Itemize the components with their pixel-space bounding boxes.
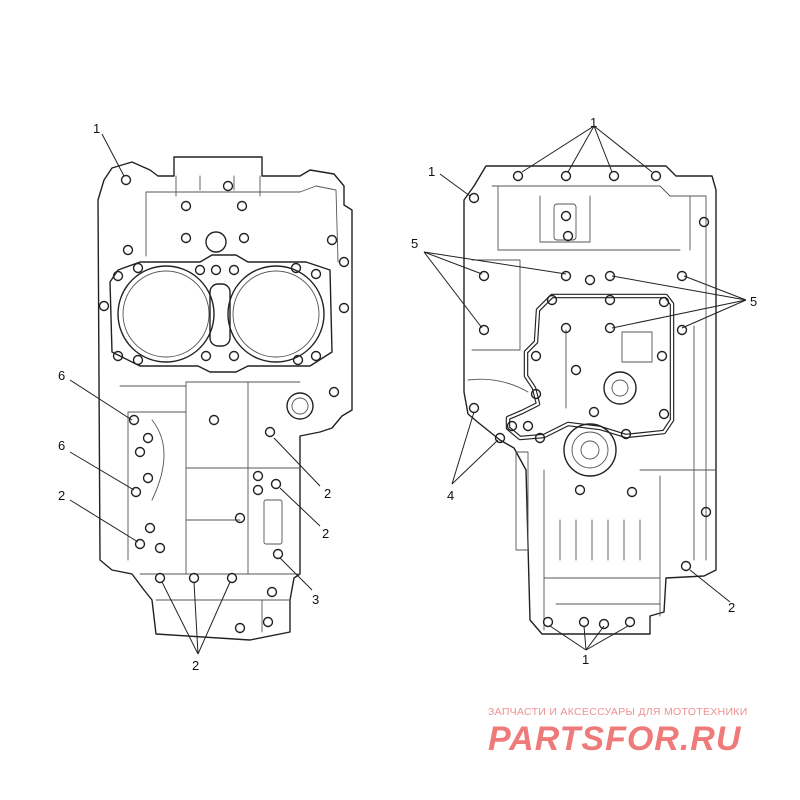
left-bolt-holes bbox=[98, 174, 350, 634]
left-leader-lines bbox=[69, 133, 321, 655]
callout-right-2: 2 bbox=[728, 600, 735, 615]
right-crankcase-outline bbox=[463, 165, 717, 635]
oil-filter-mount bbox=[563, 423, 617, 477]
left-lower-body bbox=[119, 381, 301, 633]
left-oil-plug bbox=[286, 392, 314, 420]
callout-right-1-top: 1 bbox=[590, 115, 597, 130]
callout-left-6b: 6 bbox=[58, 438, 65, 453]
right-top-frame bbox=[491, 185, 707, 561]
right-bolt-holes bbox=[468, 170, 712, 630]
callout-left-2b: 2 bbox=[324, 486, 331, 501]
callout-right-5-right: 5 bbox=[750, 294, 757, 309]
right-lower-body bbox=[515, 451, 717, 631]
callout-left-2a: 2 bbox=[58, 488, 65, 503]
cylinder-bore-right bbox=[227, 265, 325, 363]
right-inner-boxes bbox=[467, 259, 695, 561]
callout-left-1: 1 bbox=[93, 121, 100, 136]
callout-left-6a: 6 bbox=[58, 368, 65, 383]
watermark-tagline: ЗАПЧАСТИ И АКСЕССУАРЫ ДЛЯ МОТОТЕХНИКИ bbox=[488, 706, 748, 718]
cylinder-bore-left-inner bbox=[122, 270, 210, 358]
oil-passage-boss bbox=[205, 231, 227, 253]
right-crankcase: 1 1 5 5 4 2 1 bbox=[411, 115, 757, 667]
left-inner-curve bbox=[151, 419, 165, 501]
right-lower-ribs bbox=[559, 519, 641, 561]
left-crankcase-outline bbox=[97, 156, 353, 641]
left-top-frame bbox=[145, 175, 339, 263]
oil-strainer-boss bbox=[603, 371, 637, 405]
left-inspection-slot bbox=[263, 499, 283, 545]
callout-left-3: 3 bbox=[312, 592, 319, 607]
right-leader-lines bbox=[423, 125, 747, 651]
callout-right-1-left: 1 bbox=[428, 164, 435, 179]
callout-right-1-bottom: 1 bbox=[582, 652, 589, 667]
callout-right-5-left: 5 bbox=[411, 236, 418, 251]
cylinder-deck-plate bbox=[109, 254, 333, 373]
left-crankcase: 1 6 6 2 2 2 3 2 bbox=[58, 121, 353, 673]
cylinder-bore-right-inner bbox=[232, 270, 320, 358]
callout-left-2c: 2 bbox=[322, 526, 329, 541]
callout-left-2d: 2 bbox=[192, 658, 199, 673]
oil-pan-gasket bbox=[505, 293, 675, 441]
cylinder-bore-left bbox=[117, 265, 215, 363]
callout-right-4: 4 bbox=[447, 488, 454, 503]
cam-chain-tunnel bbox=[209, 283, 231, 347]
watermark-logo: PARTSFOR.RU bbox=[488, 720, 742, 758]
